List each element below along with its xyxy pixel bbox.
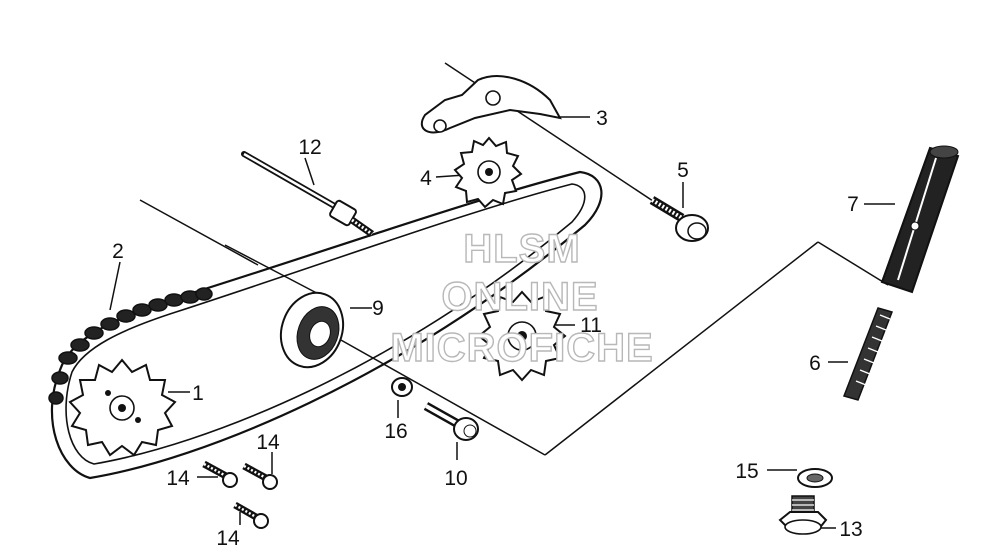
callout-2: 2 [112,240,124,263]
drain-plug [778,495,828,535]
callout-16: 16 [384,420,407,443]
drain-washer [797,468,833,488]
callout-3: 3 [596,107,608,130]
watermark-line-2: ONLINE [441,275,598,319]
watermark-line-1: HLSM [463,227,580,271]
bracket-bolt [649,196,709,242]
drive-sprocket [68,358,177,457]
tensioner-tube [880,145,960,294]
callout-7: 7 [847,193,859,216]
chain-roller [279,291,345,369]
reference-lines [109,62,895,529]
screws [202,460,278,529]
callouts: 1 2 3 4 5 6 7 9 10 11 12 13 14 14 14 15 … [112,107,863,550]
callout-10: 10 [444,467,467,490]
idler-sprocket [477,290,567,382]
tensioner-shaft [241,151,375,237]
callout-4: 4 [420,167,432,190]
callout-13: 13 [839,518,862,541]
callout-11: 11 [580,314,602,337]
tensioner-bracket [420,75,562,134]
watermark-line-3: MICROFICHE [390,326,653,370]
callout-14-c: 14 [216,527,240,550]
drive-chain [48,170,603,480]
washer [391,377,413,397]
callout-1: 1 [192,382,204,405]
callout-14-a: 14 [256,431,280,454]
callout-9: 9 [372,297,384,320]
small-sprocket [453,136,523,209]
callout-14-b: 14 [166,467,190,490]
roller-bolt [423,402,479,441]
callout-5: 5 [677,159,689,182]
tensioner-spring [843,307,893,401]
callout-6: 6 [809,352,821,375]
callout-12: 12 [298,136,321,159]
callout-15: 15 [735,460,758,483]
watermark: HLSM ONLINE MICROFICHE [390,226,654,370]
